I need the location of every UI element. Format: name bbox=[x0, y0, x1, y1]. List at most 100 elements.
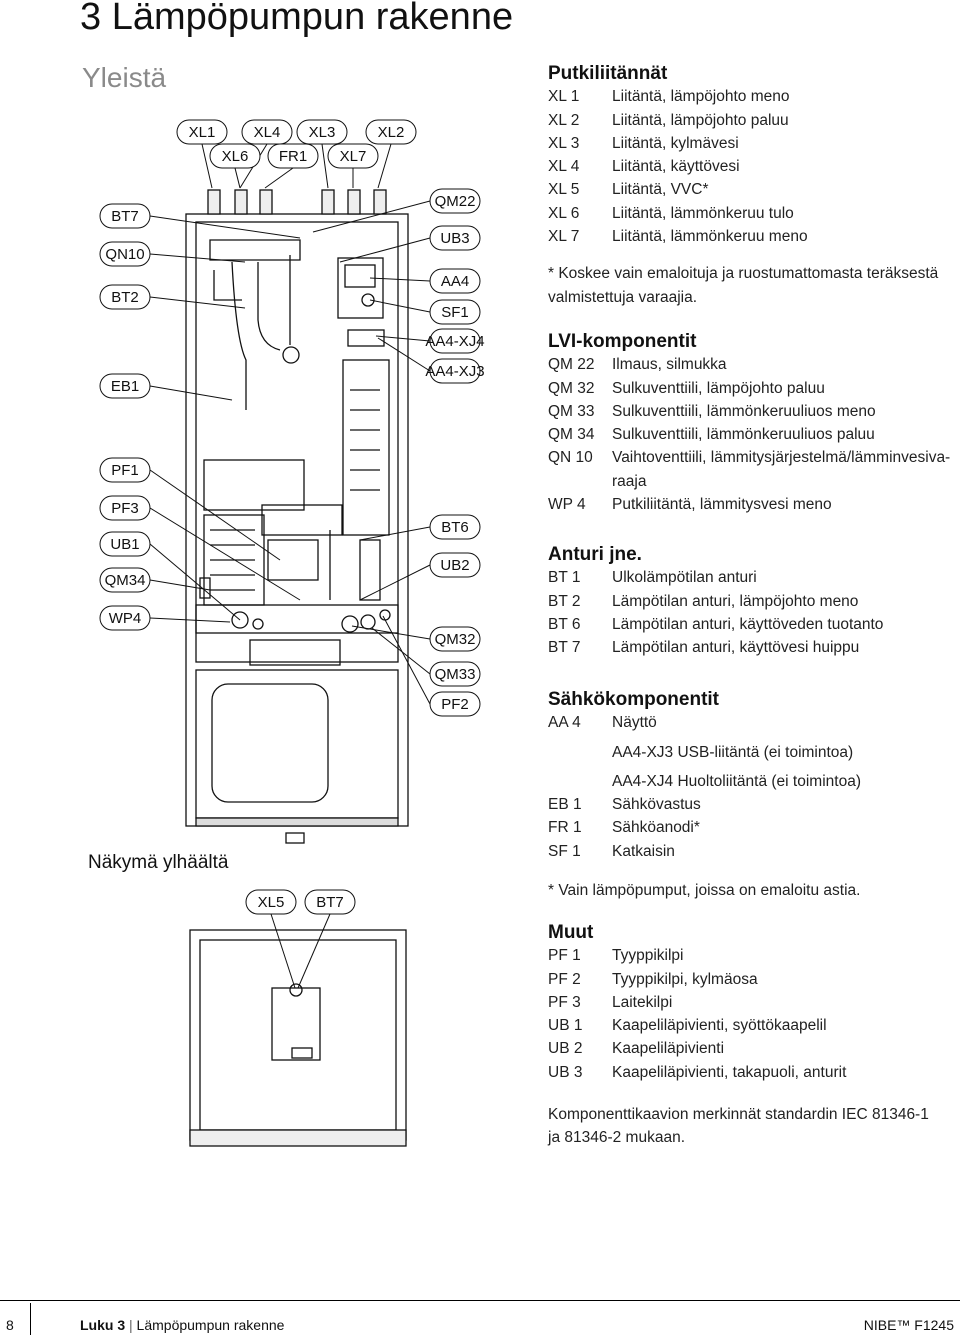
leader-line bbox=[149, 617, 231, 623]
callout-label: PF1 bbox=[111, 462, 139, 479]
leader-line bbox=[359, 526, 431, 541]
callout-label: WP4 bbox=[109, 610, 142, 627]
callout-bubble bbox=[99, 531, 151, 557]
callout-bubble bbox=[99, 567, 151, 593]
item-text: Kaapeliläpivienti, takapuoli, anturit bbox=[612, 1063, 847, 1081]
item-code: QM 32 bbox=[548, 379, 595, 397]
leader-line bbox=[369, 277, 431, 282]
item-code: XL 7 bbox=[548, 228, 580, 246]
callout-label: UB3 bbox=[440, 230, 469, 247]
callout-bubble bbox=[429, 188, 481, 214]
item-text: Liitäntä, kylmävesi bbox=[612, 134, 739, 152]
item-text: Ilmaus, silmukka bbox=[612, 356, 727, 374]
leader-line bbox=[382, 615, 431, 705]
leader-line bbox=[149, 215, 301, 239]
item-text: Liitäntä, lämmönkeruu meno bbox=[612, 228, 808, 246]
item-code: PF 3 bbox=[548, 993, 581, 1011]
footer-chapter-title: Lämpöpumpun rakenne bbox=[136, 1317, 285, 1333]
callout-label: XL5 bbox=[258, 894, 285, 911]
item-text: Liitäntä, lämpöjohto paluu bbox=[612, 111, 789, 129]
callout-bubble bbox=[245, 889, 297, 915]
item-code: QM 33 bbox=[548, 402, 595, 420]
list-item: XL 7 Liitäntä, lämmönkeruu meno bbox=[548, 225, 960, 248]
leader-line bbox=[201, 143, 213, 189]
callout-bubble bbox=[99, 284, 151, 310]
electrical-heading: Sähkökomponentit bbox=[548, 689, 720, 710]
aa4-xj4: AA4-XJ4 Huoltoliitäntä (ei toimintoa) bbox=[612, 772, 861, 790]
callout-bubble bbox=[429, 514, 481, 540]
item-text: Tyyppikilpi, kylmäosa bbox=[612, 970, 758, 988]
item-text: Liitäntä, lämpöjohto meno bbox=[612, 88, 790, 106]
list-item: QM 33 Sulkuventtiili, lämmönkeruuliuos me… bbox=[548, 400, 960, 423]
footer-product: NIBE™ F1245 bbox=[863, 1317, 954, 1333]
callout-bubble bbox=[296, 119, 348, 145]
callout-bubble bbox=[429, 626, 481, 652]
list-item: PF 2 Tyyppikilpi, kylmäosa bbox=[548, 968, 960, 991]
item-code: XL 4 bbox=[548, 158, 580, 176]
leader-line bbox=[339, 237, 431, 263]
callout-bubble bbox=[209, 143, 261, 169]
list-item: XL 2 Liitäntä, lämpöjohto paluu bbox=[548, 109, 960, 132]
leader-line bbox=[149, 507, 301, 601]
item-text: Näyttö bbox=[612, 714, 657, 732]
callout-bubble bbox=[176, 119, 228, 145]
item-text: Sähkövastus bbox=[612, 796, 701, 814]
callout-label: AA4-XJ3 bbox=[425, 363, 484, 380]
callout-label: EB1 bbox=[111, 378, 139, 395]
hvac-heading: LVI-komponentit bbox=[548, 331, 697, 352]
leader-line bbox=[351, 625, 431, 640]
callout-label: SF1 bbox=[441, 304, 469, 321]
item-code: QM 22 bbox=[548, 356, 595, 374]
item-code: PF 1 bbox=[548, 947, 581, 965]
leader-line bbox=[312, 200, 431, 233]
heat-pump-diagram: BT7QN10BT2EB1PF1PF3UB1QM34WP4QM22UB3AA4S… bbox=[99, 119, 485, 1147]
callout-bubble bbox=[327, 143, 379, 169]
callout-label: PF3 bbox=[111, 500, 139, 517]
footer-divider bbox=[0, 1300, 960, 1301]
item-code: UB 2 bbox=[548, 1040, 583, 1058]
item-text: Sulkuventtiili, lämmönkeruuliuos paluu bbox=[612, 426, 875, 444]
item-code: PF 2 bbox=[548, 970, 581, 988]
callout-label: UB2 bbox=[440, 557, 469, 574]
page-number: 8 bbox=[6, 1317, 14, 1333]
item-text: Vaihtoventtiili, lämmitysjärjestelmä/läm… bbox=[612, 449, 951, 467]
callout-bubble bbox=[429, 661, 481, 687]
item-text: Sulkuventtiili, lämmönkeruuliuos meno bbox=[612, 402, 876, 420]
item-code: WP 4 bbox=[548, 496, 586, 514]
standard-note-line1: Komponenttikaavion merkinnät standardin … bbox=[548, 1106, 929, 1123]
callout-label: BT7 bbox=[316, 894, 344, 911]
callout-bubble bbox=[99, 457, 151, 483]
item-code: XL 2 bbox=[548, 111, 580, 129]
leader-line bbox=[377, 143, 392, 189]
aa4-xj3: AA4-XJ3 USB-liitäntä (ei toimintoa) bbox=[612, 743, 854, 761]
callout-label: BT7 bbox=[111, 208, 139, 225]
leader-line bbox=[264, 167, 294, 189]
callout-bubble bbox=[429, 299, 481, 325]
callout-label: QM22 bbox=[435, 193, 476, 210]
item-code: QN 10 bbox=[548, 449, 593, 467]
callout-label: UB1 bbox=[110, 536, 139, 553]
section-subtitle: Yleistä bbox=[82, 62, 167, 93]
item-text: Kaapeliläpivienti bbox=[612, 1040, 725, 1058]
hvac-list: QM 22 Ilmaus, silmukka QM 32 Sulkuventtiili… bbox=[548, 353, 960, 516]
callout-bubble bbox=[241, 119, 293, 145]
callout-bubble bbox=[99, 495, 151, 521]
leader-line bbox=[149, 296, 246, 309]
list-item: AA 4 Näyttö bbox=[548, 711, 960, 734]
callout-bubble bbox=[99, 241, 151, 267]
item-code: XL 5 bbox=[548, 181, 580, 199]
item-code: BT 6 bbox=[548, 615, 581, 633]
leader-line bbox=[149, 253, 246, 263]
callout-label: BT6 bbox=[441, 519, 469, 536]
leader-line bbox=[149, 543, 241, 621]
misc-heading: Muut bbox=[548, 922, 594, 943]
